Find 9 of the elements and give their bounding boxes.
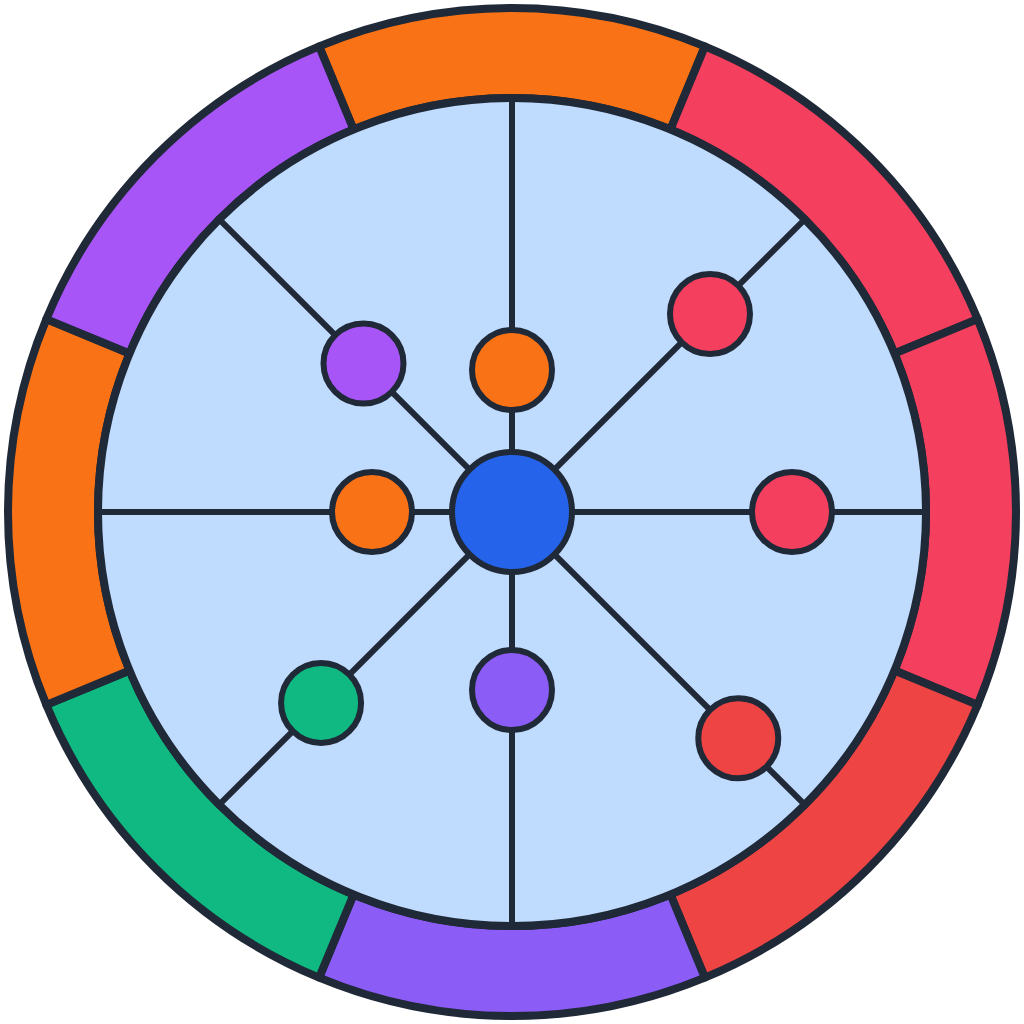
spoke-line [509, 410, 515, 452]
hub-circle [449, 449, 575, 575]
spoke-line [509, 572, 515, 650]
spoke-line [347, 552, 472, 677]
spoke-line [552, 552, 713, 713]
spoke-line [572, 509, 752, 515]
spoke-line [412, 509, 452, 515]
spoke-line [389, 389, 472, 472]
spoke-line [552, 340, 684, 472]
